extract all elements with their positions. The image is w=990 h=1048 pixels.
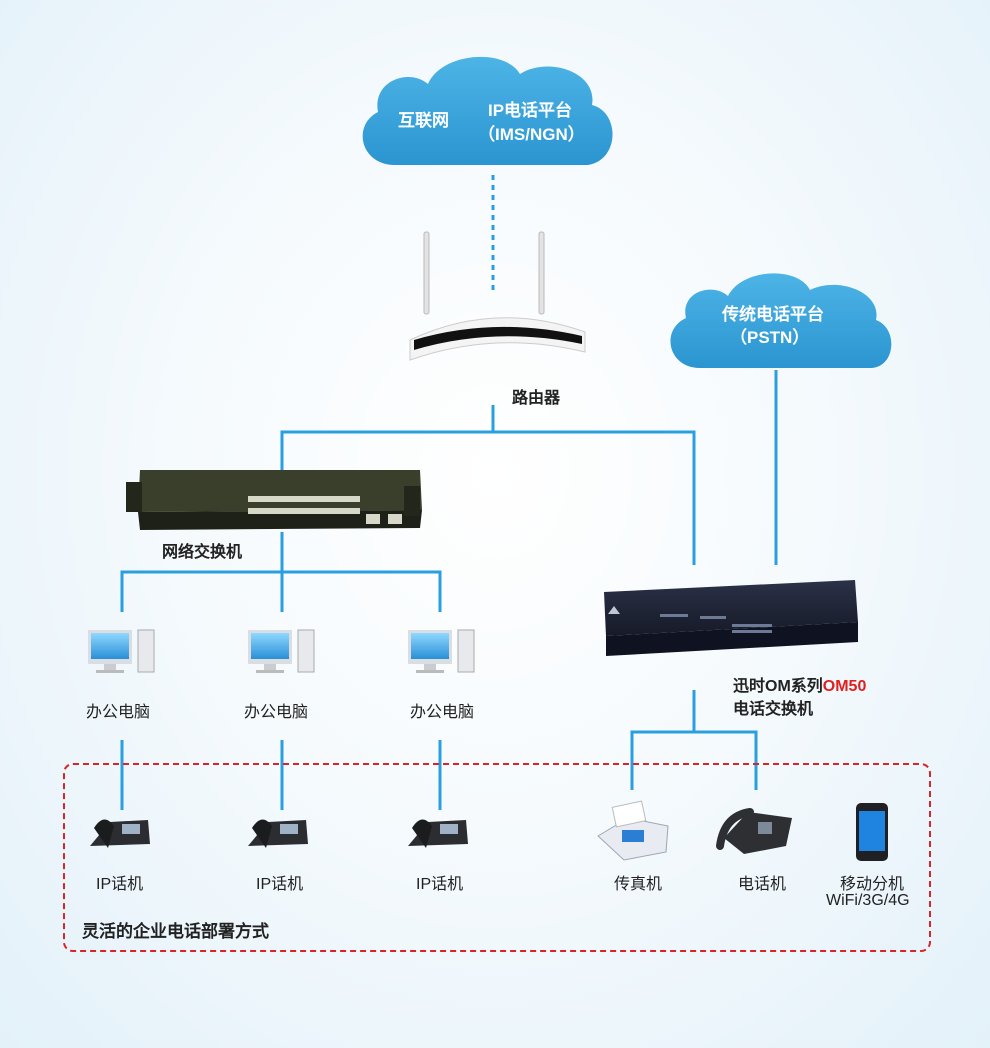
pbx-label-line2: 电话交换机	[733, 701, 814, 718]
fax-label: 传真机	[614, 876, 663, 893]
phone-label: 电话机	[738, 876, 787, 893]
router	[409, 231, 586, 361]
internet-label: 互联网	[398, 111, 449, 130]
pc-label: 办公电脑	[244, 704, 309, 721]
fax-icon	[597, 800, 669, 861]
ip-platform-label: IP电话平台	[488, 101, 573, 120]
mobile-sub-label: WiFi/3G/4G	[826, 892, 910, 909]
ip-phone-label: IP话机	[416, 876, 464, 893]
ip-platform-sub-label: （IMS/NGN）	[478, 125, 585, 144]
mobile-icon	[856, 803, 888, 861]
ip-phone-label: IP话机	[256, 876, 304, 893]
switch-label: 网络交换机	[162, 544, 243, 561]
pc-icons	[88, 629, 475, 673]
pbx-series-text: 迅时OM系列	[733, 678, 823, 695]
pc-label: 办公电脑	[410, 704, 475, 721]
pstn-label: 传统电话平台	[722, 305, 824, 324]
pc-label: 办公电脑	[86, 704, 151, 721]
network-switch	[126, 470, 422, 530]
mobile-label: 移动分机	[840, 876, 905, 893]
pbx-label-line1: 迅时OM系列OM50	[733, 672, 866, 696]
desk-phone-icon	[716, 808, 792, 854]
ip-phone-icons	[90, 819, 468, 848]
router-label: 路由器	[512, 390, 561, 407]
ip-phone-label: IP话机	[96, 876, 144, 893]
deployment-box	[63, 763, 931, 952]
pbx-box	[604, 580, 858, 656]
internet-cloud	[362, 56, 613, 166]
deployment-caption: 灵活的企业电话部署方式	[82, 922, 269, 941]
pbx-model-text: OM50	[822, 678, 867, 695]
pstn-sub-label: （PSTN）	[730, 328, 810, 347]
pstn-cloud	[670, 273, 892, 368]
